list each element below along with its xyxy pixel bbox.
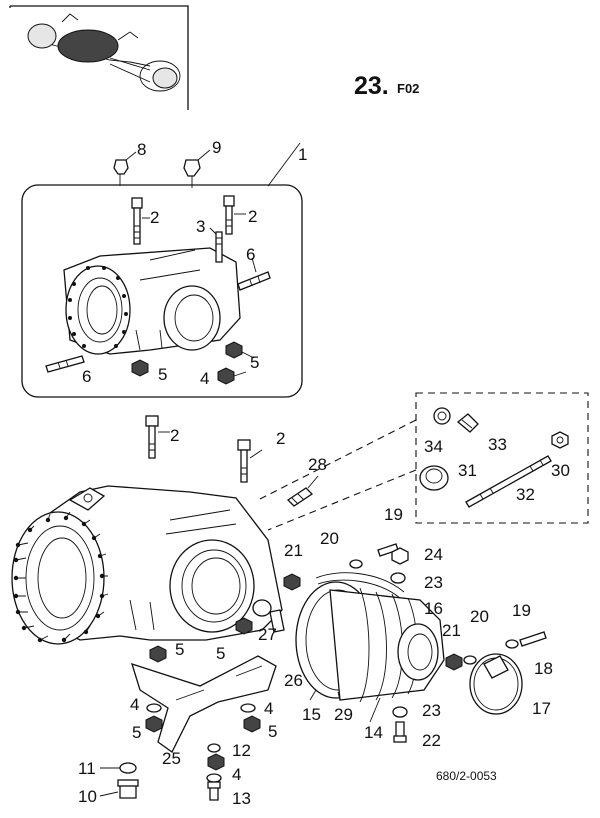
part-18-clamp-lock [483,655,509,679]
part-23-washers [390,572,408,718]
callout-4-d: 4 [232,765,241,784]
callout-5-e: 5 [132,723,141,742]
callout-33: 33 [488,435,507,454]
callout-23-a: 23 [424,573,443,592]
part-31-cap [419,465,449,491]
upper-assembly: 1 8 9 2 2 3 6 6 5 4 5 [21,138,307,398]
part-10-plug [117,779,139,799]
callout-15: 15 [302,705,321,724]
callout-11: 11 [78,759,96,778]
callout-4-a: 4 [200,369,209,388]
callout-14: 14 [364,723,383,742]
callout-30: 30 [551,461,570,480]
locator-thumbnail [9,5,189,110]
callout-2-d: 2 [276,429,285,448]
part-5-nuts-upper [131,341,255,385]
bellows-assembly: 19 20 21 24 23 16 21 20 19 18 17 23 22 1… [283,505,553,750]
callout-25: 25 [162,749,181,768]
part-33-plug [456,413,479,433]
upper-housing-flange [65,265,131,355]
callout-12: 12 [232,741,251,760]
callout-1: 1 [298,145,307,164]
callout-6-b: 6 [82,367,91,386]
callout-29: 29 [334,705,353,724]
part-6-stud-left [45,355,85,373]
diagram-title: 23. F02 [354,72,419,100]
callout-18: 18 [534,659,553,678]
part-16-clamp [315,572,405,599]
part-22-bolt [393,721,407,743]
callout-4-b: 4 [130,695,139,714]
kit-box: 34 33 31 32 30 [257,392,589,531]
part-30-nut [551,431,569,449]
part-25-bracket [131,655,277,753]
part-9-plug [183,149,211,188]
callout-22: 22 [422,731,441,750]
drawing-code: 680/2-0053 [436,769,497,783]
flange-bolt-holes [68,266,128,348]
callout-4-c: 4 [264,699,273,718]
bracket-assembly: 5 5 27 26 4 5 25 4 5 12 4 13 11 10 [78,599,303,808]
callout-9: 9 [212,138,221,157]
callout-5-d: 5 [216,644,225,663]
callout-19-b: 19 [512,601,531,620]
callout-21-a: 21 [284,541,303,560]
callout-31: 31 [458,461,477,480]
part-13-bolt [207,781,221,801]
callout-5-a: 5 [158,365,167,384]
callout-23-b: 23 [422,701,441,720]
callout-27: 27 [258,625,277,644]
part-4-washers-lower [146,703,256,783]
part-24-nut [391,547,409,565]
callout-17: 17 [532,699,551,718]
callout-26: 26 [284,671,303,690]
part-2-bolt-upper-left [131,197,150,245]
callout-16: 16 [424,599,443,618]
callout-2-a: 2 [150,208,159,227]
part-2-bolt-main-right [237,439,263,483]
callout-3: 3 [196,217,205,236]
main-flange-studs [13,511,109,643]
callout-8: 8 [137,140,146,159]
callout-21-b: 21 [442,621,461,640]
callout-5-b: 5 [250,353,259,372]
part-6-stud-right [237,257,271,291]
callout-13: 13 [232,789,251,808]
callout-24: 24 [424,545,443,564]
callout-6-a: 6 [246,245,255,264]
part-26-plug [252,599,285,633]
part-3-stud [209,227,223,263]
callout-2-c: 2 [170,426,179,445]
callout-34: 34 [424,437,443,456]
part-20-washers [349,559,519,665]
callout-19-a: 19 [384,505,403,524]
part-32-rod [465,455,552,508]
callout-20-b: 20 [470,607,489,626]
part-8-breather [113,151,137,186]
assembly-frame [21,184,303,398]
callout-5-f: 5 [268,722,277,741]
part-34-washer [433,407,451,425]
kit-box-frame [415,392,589,524]
callout-28: 28 [308,455,327,474]
part-2-bolt-main-left [145,415,170,459]
part-5-nuts-lower [145,617,261,771]
main-housing: 2 2 28 [11,415,327,645]
callout-20-a: 20 [320,529,339,548]
callout-2-b: 2 [248,207,257,226]
part-2-bolt-upper-right [223,195,246,235]
main-housing-flange [11,511,105,645]
part-28-plug [286,475,319,507]
callout-5-c: 5 [175,640,184,659]
figure-suffix: F02 [397,81,419,96]
part-11-washer [119,762,137,774]
figure-number: 23. [354,72,389,100]
callout-32: 32 [516,485,535,504]
part-21-nuts [283,573,463,671]
callout-10: 10 [78,787,97,806]
main-housing-bore [169,539,255,633]
